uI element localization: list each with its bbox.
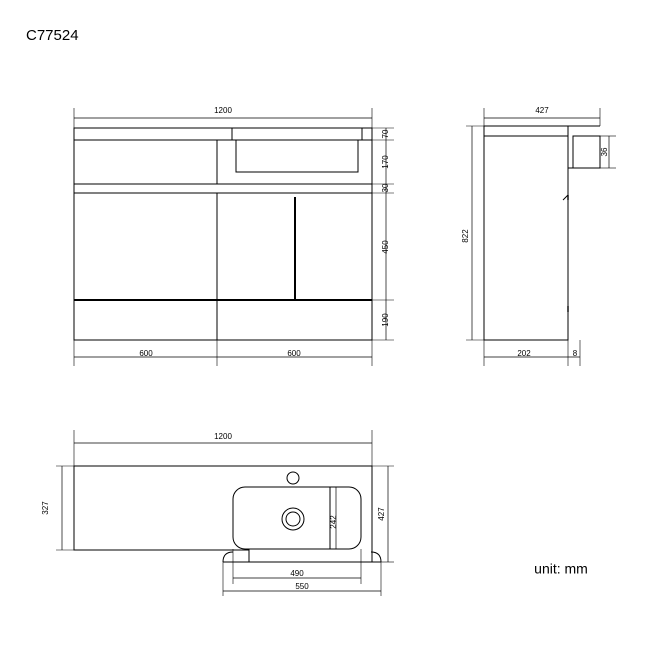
front-vertical-dimension-chain: 70 170 30 450 190 — [372, 127, 394, 341]
plan-basin-skirt-left — [222, 551, 234, 563]
side-height-dimension: 822 — [461, 125, 484, 341]
side-detail-notch — [562, 194, 569, 201]
front-dim-70: 70 — [381, 129, 390, 138]
plan-left-depth-dimension: 327 — [41, 465, 74, 551]
plan-dim-490: 490 — [290, 569, 304, 578]
tap-hole-icon — [286, 471, 300, 485]
side-dim-822: 822 — [461, 229, 470, 243]
plan-basin-inner-width-dimension: 490 — [232, 549, 362, 584]
front-elevation-view: 1200 70 170 — [73, 106, 394, 366]
front-dim-450: 450 — [381, 240, 390, 254]
front-dim-190: 190 — [381, 313, 390, 327]
front-overall-width-label: 1200 — [214, 106, 232, 115]
plan-basin-outer-width-dimension: 550 — [222, 562, 382, 596]
side-basin-height-dimension: 36 — [600, 135, 616, 169]
unit-note: unit: mm — [534, 561, 588, 577]
side-dim-202: 202 — [517, 349, 531, 358]
waste-drain-hole-inner-icon — [285, 511, 301, 527]
side-basin-block — [572, 135, 601, 169]
plan-basin-depth-dimension: 242 — [329, 487, 338, 549]
plan-worktop-outline — [73, 465, 373, 563]
plan-overall-width-dimension: 1200 — [73, 430, 373, 466]
side-dim-36: 36 — [600, 147, 609, 156]
side-dim-427: 427 — [535, 106, 549, 115]
side-dim-8: 8 — [573, 349, 578, 358]
plan-basin-bowl — [232, 486, 362, 550]
plan-dim-327: 327 — [41, 501, 50, 515]
front-bottom-dimension-chain: 600 600 — [73, 340, 373, 366]
page-title: C77524 — [26, 27, 79, 44]
front-plinth-band — [73, 299, 373, 341]
plan-dim-242: 242 — [329, 515, 338, 529]
plan-dim-427: 427 — [377, 507, 386, 521]
front-dim-right-600: 600 — [287, 349, 301, 358]
front-door-band — [73, 192, 373, 301]
side-overall-depth-dimension: 427 — [483, 106, 601, 126]
front-countertop — [73, 127, 373, 141]
waste-drain-hole-outer-icon — [281, 507, 305, 531]
plan-overall-width-label: 1200 — [214, 432, 232, 441]
side-cabinet-body — [483, 135, 569, 341]
plan-basin-skirt-right — [370, 551, 382, 563]
front-dim-30: 30 — [381, 183, 390, 192]
front-rail-band — [73, 183, 373, 194]
plan-top-view: 1200 327 427 — [41, 430, 394, 596]
front-overall-width-dimension: 1200 — [73, 106, 373, 128]
front-dim-170: 170 — [381, 155, 390, 169]
side-countertop — [483, 125, 569, 137]
front-dim-left-600: 600 — [139, 349, 153, 358]
side-elevation-view: 427 36 822 — [461, 106, 616, 366]
front-basin-recess — [231, 128, 363, 173]
side-bottom-dimension-chain: 202 8 — [483, 340, 581, 366]
front-upper-body — [73, 139, 373, 185]
plan-dim-550: 550 — [295, 582, 309, 591]
plan-right-depth-dimension: 427 — [372, 465, 394, 563]
